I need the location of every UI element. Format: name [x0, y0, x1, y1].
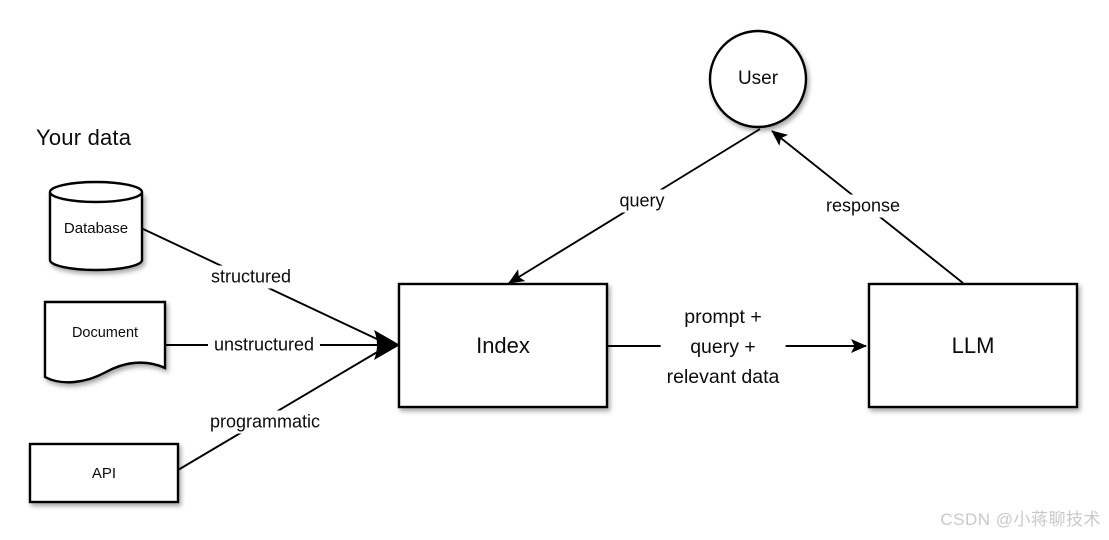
- index-box: [397, 282, 609, 409]
- edge-response-label: response: [819, 194, 907, 218]
- document-shape: [43, 300, 167, 384]
- edge-converge-arrowhead-icon: [374, 330, 400, 360]
- csdn-watermark: CSDN @小蒋聊技术: [940, 510, 1101, 529]
- edge-structured-label: structured: [204, 265, 298, 289]
- database-cylinder-shape: [48, 192, 144, 272]
- your-data-title: Your data: [36, 125, 132, 150]
- edge-query-label: query: [613, 189, 671, 213]
- edge-programmatic-label: programmatic: [203, 410, 327, 434]
- edge-index-to-llm-label: prompt + query + relevant data: [660, 301, 786, 393]
- user-circle: [708, 29, 808, 129]
- edge-unstructured-label: unstructured: [207, 333, 321, 357]
- database-cylinder-top: [48, 180, 144, 204]
- api-box: [28, 442, 180, 504]
- llm-box: [867, 282, 1079, 409]
